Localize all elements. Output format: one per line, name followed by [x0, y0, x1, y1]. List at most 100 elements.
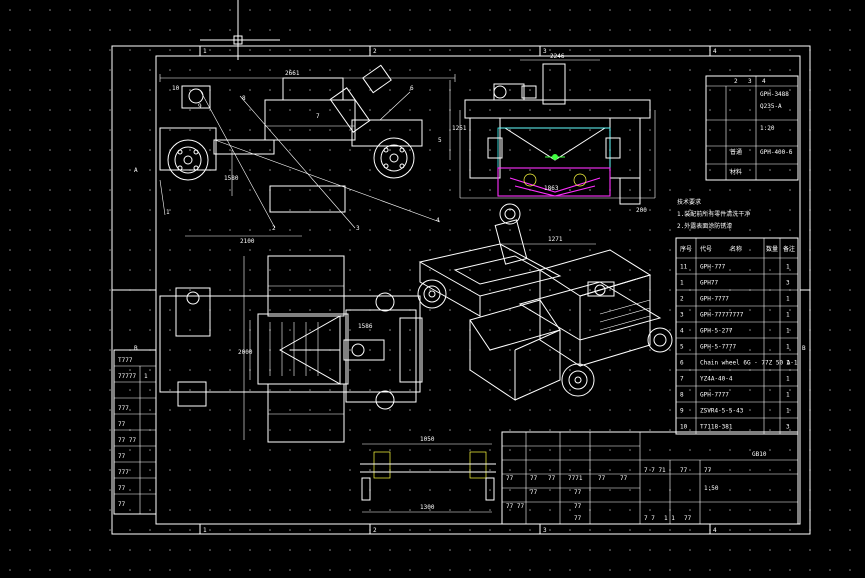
tech-note-1: 1.装配前所有零件清洗干净 — [677, 210, 750, 218]
parts-row-code: GPH-777 — [700, 263, 726, 270]
parts-row-code: GPH-7777 — [700, 391, 729, 398]
left-strip-9: 77 — [118, 501, 126, 508]
tb-cell-8: 77 — [574, 503, 582, 510]
parts-row-code: GPH77 — [700, 279, 718, 286]
tb-cell-7: 77 — [574, 489, 582, 496]
dim-iso: 1271 — [548, 236, 563, 243]
parts-row-qty: 1 — [786, 343, 790, 350]
zone-bottom-2: 2 — [373, 527, 377, 534]
tb-cell-5: 77 — [620, 475, 628, 482]
tb-drawing-name: GB10 — [752, 451, 767, 458]
balloon-3: 3 — [356, 225, 360, 232]
parts-row-code: YZ4A-40-4 — [700, 375, 733, 382]
parts-row-no: 11 — [680, 263, 688, 270]
zone-top-4: 4 — [713, 48, 717, 55]
trb-col-1: 2 — [734, 78, 738, 85]
balloon-6: 6 — [410, 85, 414, 92]
parts-header-remark: 备注 — [783, 245, 795, 253]
tb-cell-9: 77 77 — [506, 503, 524, 510]
dim-detail-top: 1050 — [420, 436, 435, 443]
dim-side-height: 1580 — [224, 175, 239, 182]
parts-row-no: 8 — [680, 391, 684, 398]
tb-cell-14: 1:50 — [704, 485, 719, 492]
parts-row-code: GPH-5-277 — [700, 327, 733, 334]
trb-row-5: GPH-400-6 — [760, 149, 793, 156]
parts-row-code: GPH-5-7777 — [700, 343, 737, 350]
parts-row-no: 2 — [680, 295, 684, 302]
trb-col-2: 3 — [748, 78, 752, 85]
parts-row-no: 6 — [680, 359, 684, 366]
parts-row-code: GPH-7777 — [700, 295, 729, 302]
parts-row-no: 4 — [680, 327, 684, 334]
parts-row-no: 3 — [680, 311, 684, 318]
tb-cell-4: 77 — [598, 475, 606, 482]
parts-row-qty: 1 — [786, 391, 790, 398]
parts-row-no: 9 — [680, 407, 684, 414]
parts-row-code: T7118-381 — [700, 423, 733, 430]
left-strip-5: 77 77 — [118, 437, 136, 444]
zone-bottom-4: 4 — [713, 527, 717, 534]
balloon-2: 2 — [272, 225, 276, 232]
parts-row-qty: 3 — [786, 279, 790, 286]
tb-cell-0: 77 — [506, 475, 514, 482]
title-block: 77 77 77 7771 77 77 77 77 77 77 77 77 7 … — [501, 431, 799, 525]
dim-top-height: 2000 — [238, 349, 253, 356]
trb-row-3: 1:20 — [760, 125, 775, 132]
left-strip: T777 77777 1 777 77 77 77 77 777 77 77 — [113, 349, 157, 515]
zone-top-1: 1 — [203, 48, 207, 55]
parts-header-qty: 数量 — [766, 245, 778, 253]
tb-cell-11: 7 7 71 — [644, 467, 666, 474]
parts-header-name: 名称 — [730, 245, 742, 253]
parts-row-no: 1 — [680, 279, 684, 286]
detail-view: 1050 1300 — [360, 436, 496, 513]
tb-cell-2: 77 — [548, 475, 556, 482]
side-view: 2661 2100 1580 1251 10 9 8 — [159, 64, 467, 245]
left-strip-0: T777 — [118, 357, 133, 364]
parts-row-code: Chain wheel 6G - 77Z 50 A-1 — [700, 359, 798, 366]
parts-row-qty: 3 — [786, 423, 790, 430]
dim-side-base: 2100 — [240, 238, 255, 245]
dim-top-inner: 1586 — [358, 323, 373, 330]
balloon-4: 4 — [436, 217, 440, 224]
parts-row-no: 7 — [680, 375, 684, 382]
zone-top-2: 2 — [373, 48, 377, 55]
tb-cell-10: 77 — [574, 515, 582, 522]
left-strip-8: 77 — [118, 485, 126, 492]
balloon-1: 1 — [166, 209, 170, 216]
tech-notes: 技术要求 1.装配前所有零件清洗干净 2.外露表面涂防锈漆 — [677, 198, 750, 230]
balloon-7: 7 — [316, 113, 320, 120]
parts-row-no: 5 — [680, 343, 684, 350]
trb-row-2: Q235-A — [760, 103, 782, 110]
top-view: 2000 1586 — [159, 255, 423, 443]
zone-left-b: B — [134, 345, 138, 352]
parts-header-code: 代号 — [700, 245, 712, 253]
dim-side-overall: 2661 — [285, 70, 300, 77]
tb-cell-17: 77 — [684, 515, 692, 522]
dim-front-top: 2246 — [550, 53, 565, 60]
dim-side-right: 1251 — [452, 125, 467, 132]
tb-cell-1: 77 — [530, 475, 538, 482]
left-strip-3: 777 — [118, 405, 129, 412]
balloon-10: 10 — [172, 85, 180, 92]
parts-row-qty: 1 — [786, 407, 790, 414]
tb-cell-12: 77 — [680, 467, 688, 474]
dim-front-side: 200 — [636, 207, 647, 214]
parts-row-qty: 1 — [786, 375, 790, 382]
tb-cell-3: 7771 — [568, 475, 583, 482]
parts-row-code: GPH-77777777 — [700, 311, 744, 318]
trb-col-3: 4 — [762, 78, 766, 85]
zone-labels: 1 2 3 4 1 2 3 4 A B B — [134, 48, 806, 534]
crosshair-cursor — [200, 0, 280, 60]
balloon-5: 5 — [438, 137, 442, 144]
tb-cell-16: 1 1 — [664, 515, 675, 522]
balloon-8: 8 — [242, 95, 246, 102]
balloon-9: 9 — [198, 103, 202, 110]
left-strip-1: 77777 — [118, 373, 136, 380]
zone-left-a: A — [134, 167, 138, 174]
left-strip-2: 1 — [144, 373, 148, 380]
parts-row-qty: 1 — [786, 311, 790, 318]
tb-cell-15: 7 7 — [644, 515, 655, 522]
zone-right-b: B — [802, 345, 806, 352]
